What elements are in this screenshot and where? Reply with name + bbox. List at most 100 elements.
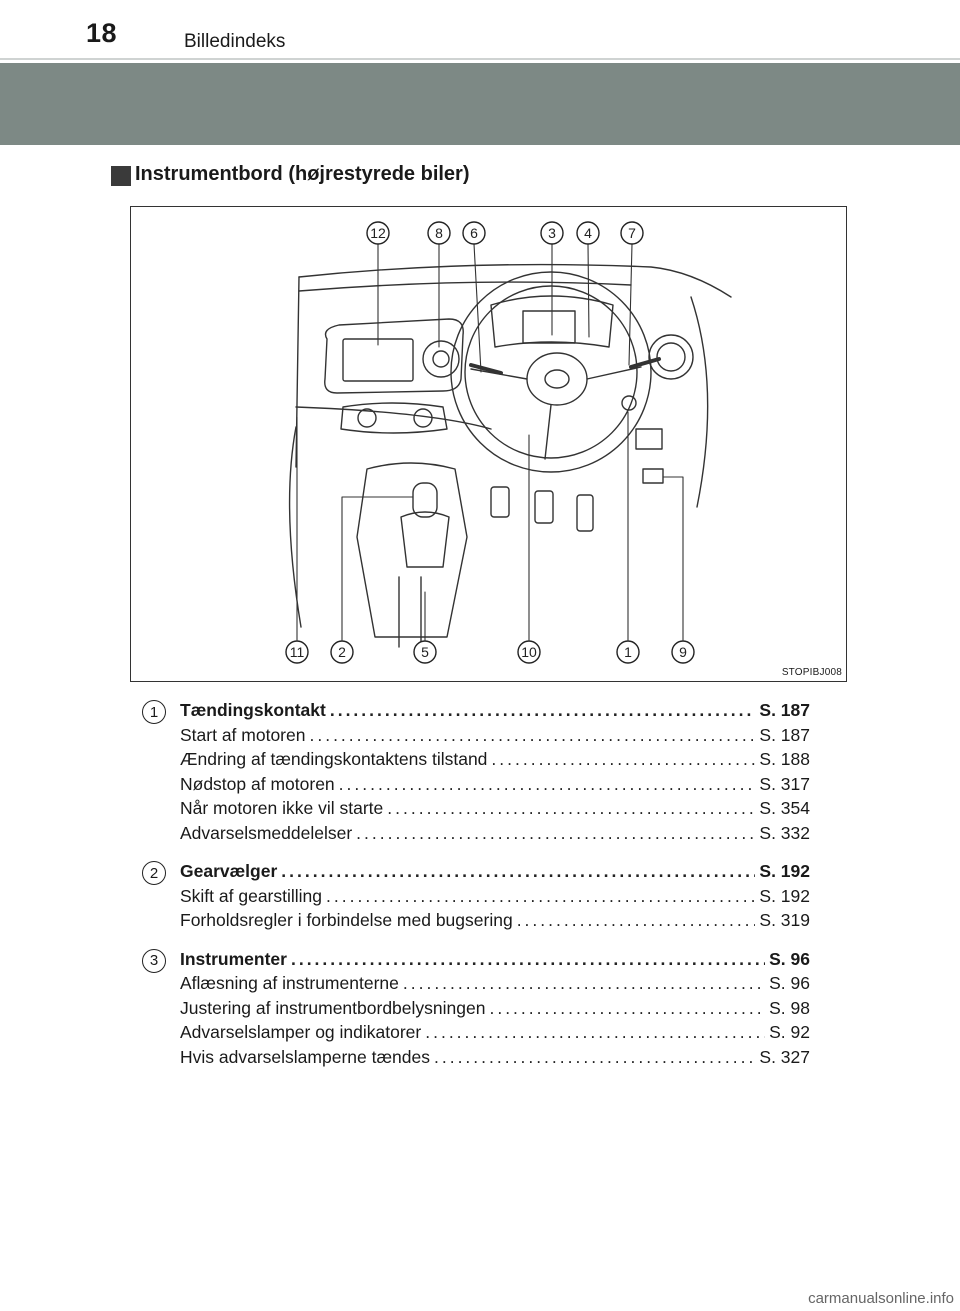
handbrake — [398, 576, 422, 648]
control-dial-inner — [432, 350, 450, 368]
steering-logo — [544, 369, 570, 389]
dot-leader: ........................................… — [516, 910, 756, 930]
sub-entry-label: Når motoren ikke vil starte — [180, 798, 384, 818]
watermark: carmanualsonline.info — [808, 1290, 954, 1307]
sub-entry-row[interactable]: Nødstop af motoren .....................… — [180, 772, 810, 797]
entry-title-row[interactable]: Instrumenter ...........................… — [180, 947, 810, 972]
sub-entry-label: Hvis advarselslamperne tændes — [180, 1046, 430, 1067]
callout-label-10: 10 — [521, 644, 537, 660]
entry-title-row[interactable]: Gearvælger .............................… — [180, 859, 810, 884]
left-stalk — [469, 363, 503, 375]
section-heading: Instrumentbord (højrestyrede biler) — [111, 163, 470, 186]
sub-entry-row[interactable]: Forholdsregler i forbindelse med bugseri… — [180, 908, 810, 933]
entry-title: Instrumenter — [180, 948, 287, 969]
dash-upper-line — [298, 281, 632, 292]
sub-entry-label: Nødstop af motoren — [180, 773, 335, 794]
dot-leader: ........................................… — [338, 773, 756, 794]
sub-entry-page: S. 188 — [759, 749, 810, 769]
sub-entry-row[interactable]: Start af motoren .......................… — [180, 723, 810, 748]
sub-entry-label: Justering af instrumentbordbelysningen — [180, 997, 486, 1018]
left-door-line — [288, 426, 302, 628]
callout-labels: 12 8 6 3 4 7 11 2 5 10 1 9 — [290, 225, 687, 660]
dot-leader: ........................................… — [326, 885, 756, 906]
callout-circle-10 — [517, 640, 541, 664]
section-heading-text: Instrumentbord (højrestyrede biler) — [135, 163, 470, 185]
dot-leader: ........................................… — [329, 700, 756, 720]
sub-entry-page: S. 96 — [769, 973, 810, 993]
sub-entry-page: S. 92 — [769, 1022, 810, 1042]
entry-title: Gearvælger — [180, 861, 278, 881]
right-vent-inner — [656, 342, 686, 372]
sub-entry-row[interactable]: Justering af instrumentbordbelysningen .… — [180, 996, 810, 1021]
sub-entry-row[interactable]: Når motoren ikke vil starte ............… — [180, 796, 810, 821]
sub-entry-page: S. 187 — [759, 724, 810, 745]
callout-label-12: 12 — [370, 225, 386, 241]
index-entries: 1 Tændingskontakt ......................… — [142, 698, 822, 1083]
sub-entry-row[interactable]: Advarselsmeddelelser ...................… — [180, 821, 810, 846]
steering-wheel-inner — [464, 285, 638, 459]
sub-entry-row[interactable]: Advarselslamper og indikatorer .........… — [180, 1020, 810, 1045]
dot-leader: ........................................… — [491, 749, 755, 769]
dash-top-edge — [298, 263, 732, 298]
section-marker-square — [111, 165, 131, 186]
callout-circle-11 — [285, 640, 309, 664]
dashboard-illustration: 12 8 6 3 4 7 11 2 5 10 1 9 STOPIBJ008 — [130, 206, 847, 682]
steering-spoke-bottom — [544, 404, 552, 460]
pedal-clutch — [490, 486, 510, 518]
entry-page: S. 192 — [759, 861, 810, 881]
ac-panel — [340, 402, 448, 434]
callout-label-9: 9 — [679, 644, 687, 660]
header-rule — [0, 58, 960, 60]
sub-entry-row[interactable]: Hvis advarselslamperne tændes ..........… — [180, 1045, 810, 1070]
callout-circle-4 — [576, 221, 600, 245]
index-entry: 1 Tændingskontakt ......................… — [142, 698, 822, 845]
sub-entry-row[interactable]: Aflæsning af instrumenterne ............… — [180, 971, 810, 996]
sub-entry-label: Advarselsmeddelelser — [180, 822, 353, 843]
dot-leader: ........................................… — [309, 724, 756, 745]
callout-label-8: 8 — [435, 225, 443, 241]
sub-entry-page: S. 317 — [759, 773, 810, 794]
header-band — [0, 63, 960, 145]
dot-leader: ........................................… — [356, 822, 755, 843]
steering-hub — [526, 352, 588, 406]
sub-entry-row[interactable]: Ændring af tændingskontaktens tilstand .… — [180, 747, 810, 772]
dash-lower-line — [295, 406, 492, 430]
dot-leader: ........................................… — [402, 973, 765, 993]
right-stalk — [629, 357, 661, 369]
lower-right-switch — [642, 468, 664, 484]
callout-circles — [285, 221, 695, 664]
right-door-line — [690, 296, 709, 508]
sub-entry-label: Advarselslamper og indikatorer — [180, 1022, 422, 1042]
sub-entry-label: Skift af gearstilling — [180, 885, 323, 906]
dot-leader: ........................................… — [433, 1046, 756, 1067]
index-entry: 3 Instrumenter .........................… — [142, 947, 822, 1070]
entry-page: S. 187 — [759, 700, 810, 720]
callout-leaders — [296, 243, 684, 641]
callout-circle-8 — [427, 221, 451, 245]
shifter-boot — [400, 511, 450, 568]
right-vent — [648, 334, 694, 380]
entry-title-row[interactable]: Tændingskontakt ........................… — [180, 698, 810, 723]
center-console — [356, 462, 468, 638]
sub-entry-row[interactable]: Skift af gearstilling ..................… — [180, 884, 810, 909]
sub-entry-page: S. 327 — [759, 1046, 810, 1067]
entry-number: 2 — [142, 861, 166, 885]
figure-code: STOPIBJ008 — [781, 667, 842, 678]
callout-label-1: 1 — [624, 644, 632, 660]
dot-leader: ........................................… — [387, 798, 755, 818]
pedal-accelerator — [576, 494, 594, 532]
entry-title: Tændingskontakt — [180, 700, 326, 720]
callout-circle-1 — [616, 640, 640, 664]
sub-entry-page: S. 98 — [769, 997, 810, 1018]
center-panel-outline — [324, 318, 464, 394]
entry-page: S. 96 — [769, 948, 810, 969]
callout-circle-2 — [330, 640, 354, 664]
sub-entry-label: Forholdsregler i forbindelse med bugseri… — [180, 910, 513, 930]
sub-entry-page: S. 319 — [759, 910, 810, 930]
steering-spoke-right — [586, 366, 642, 380]
sub-entry-page: S. 192 — [759, 885, 810, 906]
header-title: Billedindeks — [184, 31, 286, 52]
sub-entry-label: Aflæsning af instrumenterne — [180, 973, 399, 993]
callout-label-11: 11 — [290, 644, 305, 660]
callout-circle-6 — [462, 221, 486, 245]
